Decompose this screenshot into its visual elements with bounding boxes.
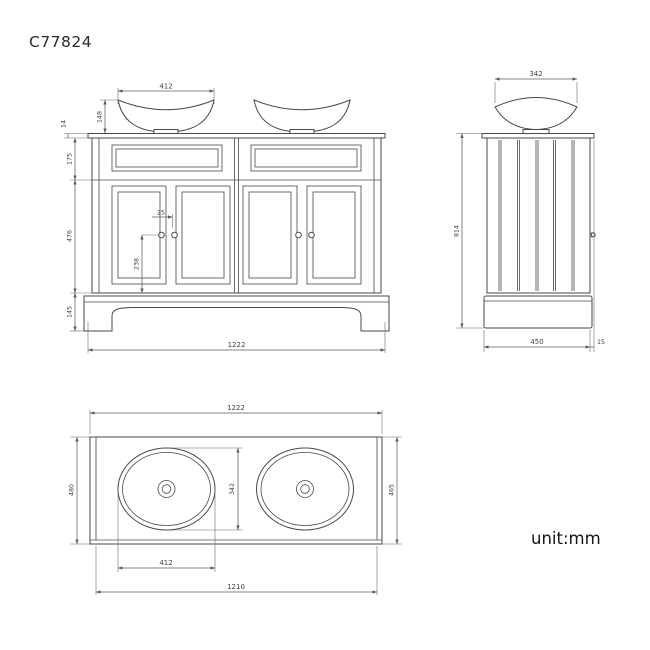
front-plinth xyxy=(83,295,390,332)
front-left-drawer xyxy=(111,144,223,172)
dim-side-cabinet-depth: 450 xyxy=(530,338,543,346)
top-right-basin xyxy=(256,447,354,531)
side-worktop xyxy=(481,133,595,139)
front-right-basin xyxy=(253,99,351,133)
top-left-basin xyxy=(117,447,216,531)
unit-label: unit:mm xyxy=(531,529,601,548)
front-right-drawer xyxy=(250,144,362,172)
front-door-2 xyxy=(175,185,231,285)
dim-front-overall-width: 1222 xyxy=(228,341,246,349)
front-right-basin-foot xyxy=(289,129,315,134)
side-cabinet xyxy=(486,137,591,294)
dim-top-depth-left: 480 xyxy=(69,484,76,496)
front-dimensions: 412 148 14 175 476 145 25 238 xyxy=(61,83,386,353)
top-view: 1222 480 465 342 412 1210 xyxy=(69,404,402,595)
dim-front-basin-width: 412 xyxy=(159,83,172,91)
front-left-basin xyxy=(117,99,215,133)
dim-top-cabinet-width: 1210 xyxy=(227,583,245,591)
dim-top-basin-width: 412 xyxy=(159,559,172,567)
product-code-label: C77824 xyxy=(29,33,92,51)
front-view: 412 148 14 175 476 145 25 238 xyxy=(61,83,390,353)
dim-side-worktop-overhang: 15 xyxy=(597,339,605,346)
front-door-3 xyxy=(242,185,298,285)
top-dimensions: 1222 480 465 342 412 1210 xyxy=(69,404,402,595)
side-door-knob xyxy=(590,232,596,238)
dim-front-drawer-height: 175 xyxy=(67,153,74,165)
dim-front-door-height: 476 xyxy=(67,230,74,242)
top-right-drain xyxy=(296,480,314,498)
front-left-basin-foot xyxy=(153,129,179,134)
dim-front-worktop-thickness: 14 xyxy=(61,120,68,128)
front-door-1 xyxy=(111,185,167,285)
front-cabinet xyxy=(91,137,382,294)
top-left-drain xyxy=(157,480,176,498)
front-worktop xyxy=(87,133,386,139)
side-plinth xyxy=(483,295,593,329)
dim-side-overall-height: 814 xyxy=(454,225,461,237)
dim-front-knob-to-bottom: 238 xyxy=(134,258,141,270)
top-worktop-outline xyxy=(89,436,383,545)
front-door-knob xyxy=(308,231,315,239)
dim-front-basin-height: 148 xyxy=(97,111,104,123)
side-basin xyxy=(494,97,578,131)
side-panel-grooves xyxy=(498,140,575,291)
side-view: 342 814 450 15 xyxy=(454,70,605,352)
front-door-knob xyxy=(171,231,178,239)
side-basin-foot xyxy=(522,129,550,134)
dim-side-basin-depth: 342 xyxy=(529,70,542,78)
side-dimensions: 342 814 450 15 xyxy=(454,70,605,352)
front-door-knob xyxy=(295,231,302,239)
dim-top-basin-depth: 342 xyxy=(229,483,236,495)
dim-front-knob-offset: 25 xyxy=(157,210,165,217)
front-door-4 xyxy=(306,185,362,285)
dim-top-depth-right: 465 xyxy=(389,484,396,496)
dim-front-plinth-height: 145 xyxy=(67,306,74,318)
dim-top-overall-width: 1222 xyxy=(227,404,245,412)
